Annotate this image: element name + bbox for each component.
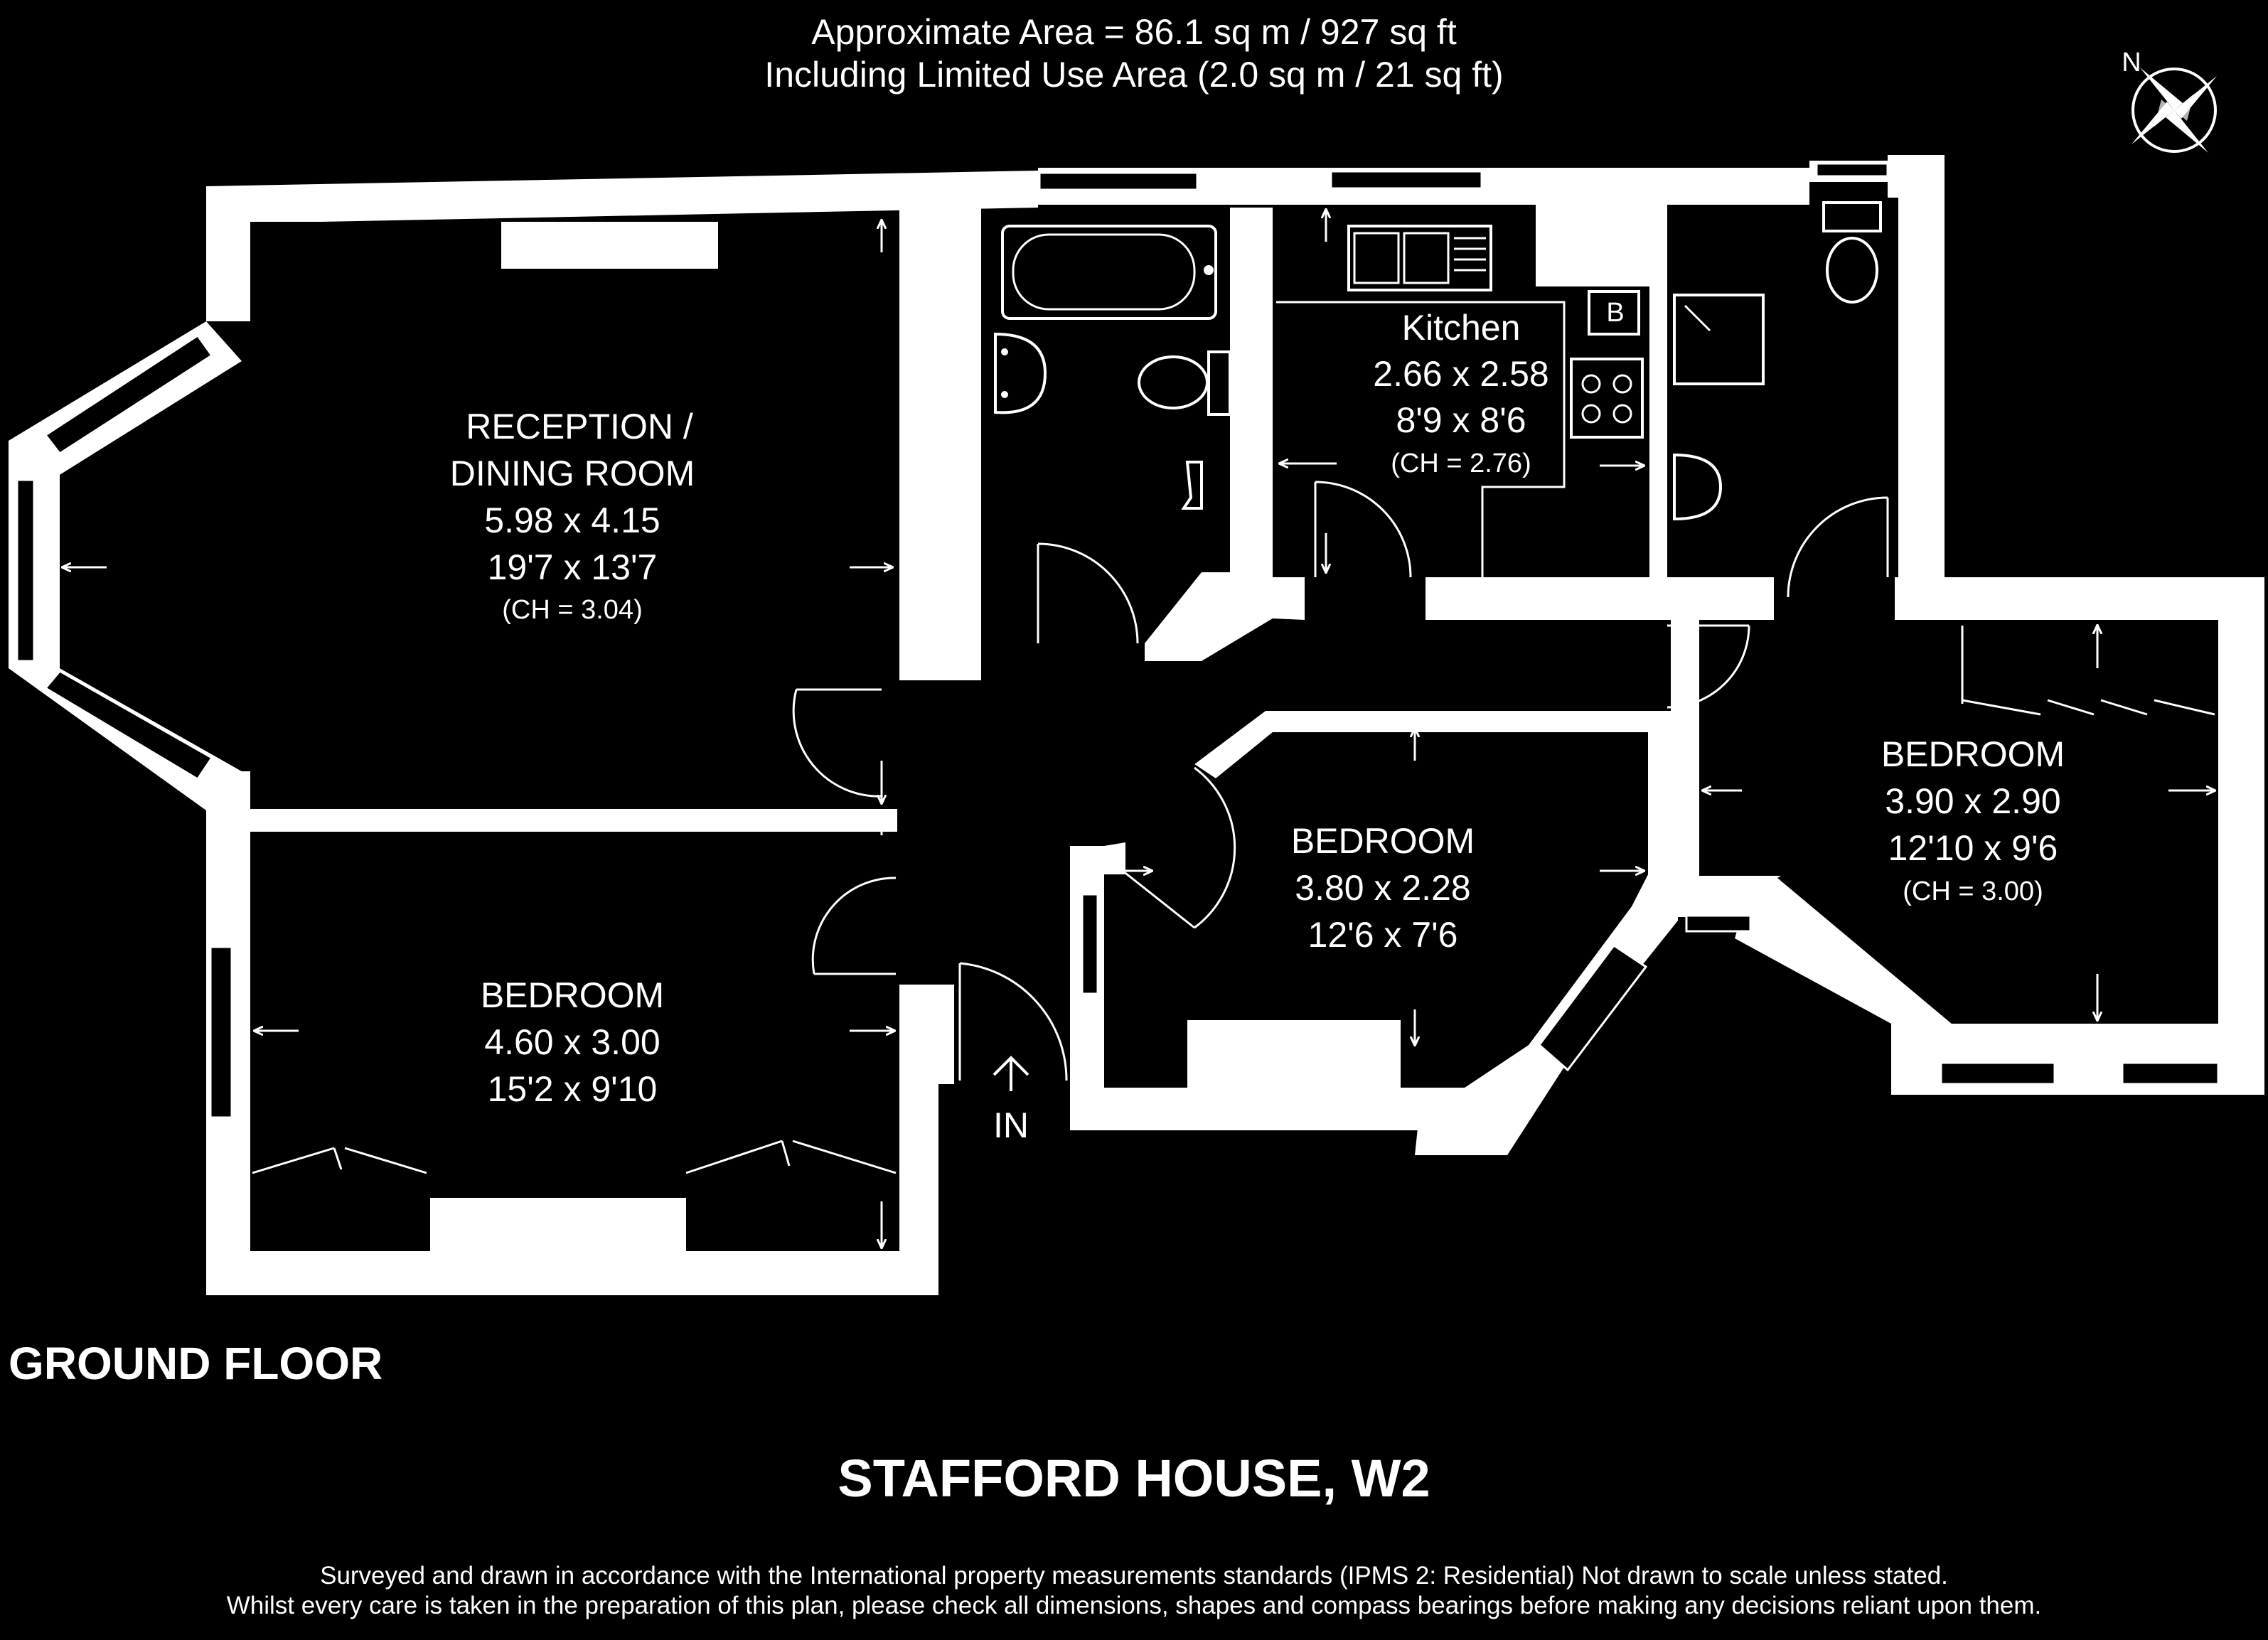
room-dimensions-imperial: 12'6 x 7'6 — [1308, 915, 1458, 955]
washbasin-icon — [994, 332, 1047, 414]
area-summary: Approximate Area = 86.1 sq m / 927 sq ft — [811, 12, 1457, 52]
room-right-bedroom-label: BEDROOM 3.90 x 2.90 12'10 x 9'6 (CH = 3.… — [1881, 734, 2065, 906]
front-bedroom-door — [811, 877, 897, 975]
room-front-bedroom-label: BEDROOM 4.60 x 3.00 15'2 x 9'10 — [481, 975, 664, 1109]
window — [1940, 1061, 2056, 1086]
hob-icon — [1570, 358, 1644, 439]
window — [16, 478, 36, 663]
limited-use-area: Including Limited Use Area (2.0 sq m / 2… — [764, 55, 1503, 95]
ceiling-height: (CH = 2.76) — [1391, 449, 1531, 478]
property-title: STAFFORD HOUSE, W2 — [838, 1449, 1430, 1508]
window — [1038, 171, 1199, 191]
windows — [16, 162, 2220, 1119]
room-dimensions-metric: 3.90 x 2.90 — [1885, 781, 2060, 821]
room-dimensions-imperial: 8'9 x 8'6 — [1396, 400, 1526, 440]
entrance-door — [958, 962, 1068, 1081]
room-dimensions-metric: 2.66 x 2.58 — [1373, 354, 1548, 394]
room-dimensions-imperial: 12'10 x 9'6 — [1888, 828, 2058, 868]
ceiling-height: (CH = 3.00) — [1903, 877, 2043, 906]
window — [43, 670, 214, 781]
worktop — [1276, 301, 1566, 577]
washbasin-icon — [1673, 453, 1723, 521]
dimension-arrows — [63, 210, 2215, 1248]
toilet-icon — [1822, 201, 1882, 304]
window — [43, 333, 214, 456]
room-dimensions-metric: 5.98 x 4.15 — [484, 500, 660, 540]
room-dimensions-imperial: 19'7 x 13'7 — [488, 547, 658, 587]
window — [1815, 162, 1889, 178]
disclaimer-line-2: Whilst every care is taken in the prepar… — [227, 1592, 2042, 1619]
room-dimensions-metric: 3.80 x 2.28 — [1295, 868, 1470, 908]
room-name: RECEPTION / — [466, 407, 693, 446]
wardrobe — [252, 1140, 897, 1174]
ceiling-height: (CH = 3.04) — [502, 595, 642, 625]
boiler-icon — [1588, 290, 1640, 336]
room-floors — [60, 205, 2218, 1251]
bath-icon — [1001, 225, 1217, 320]
shower-icon — [1673, 294, 1765, 386]
ensuite-door — [1787, 496, 1889, 598]
room-name: DINING ROOM — [450, 454, 695, 493]
kitchen-sink-icon — [1347, 225, 1492, 291]
window — [1081, 893, 1099, 995]
room-middle-bedroom-label: BEDROOM 3.80 x 2.28 12'6 x 7'6 — [1291, 821, 1475, 955]
disclaimer-line-1: Surveyed and drawn in accordance with th… — [320, 1562, 1948, 1590]
cupboard — [1181, 461, 1203, 510]
window — [1330, 170, 1483, 190]
room-name: BEDROOM — [1291, 821, 1475, 861]
fixtures: B — [252, 201, 2215, 1174]
right-bedroom-door — [1667, 624, 1750, 709]
boiler-label: B — [1606, 298, 1624, 328]
window — [209, 945, 233, 1119]
window — [1537, 943, 1648, 1072]
floor-label: GROUND FLOOR — [9, 1338, 383, 1389]
reception-door — [792, 688, 882, 798]
bathroom-door — [1037, 542, 1139, 644]
room-dimensions-metric: 4.60 x 3.00 — [484, 1022, 660, 1062]
room-dimensions-imperial: 15'2 x 9'10 — [488, 1069, 658, 1109]
entrance-label: IN — [993, 1105, 1029, 1145]
room-name: BEDROOM — [481, 975, 664, 1015]
north-wall — [206, 171, 1038, 223]
compass-north-label: N — [2122, 48, 2141, 77]
room-reception-label: RECEPTION / DINING ROOM 5.98 x 4.15 19'7… — [450, 407, 695, 625]
room-name: BEDROOM — [1881, 734, 2065, 774]
room-kitchen-label: Kitchen 2.66 x 2.58 8'9 x 8'6 (CH = 2.76… — [1373, 308, 1548, 478]
wardrobe — [1961, 626, 2215, 716]
compass-rose-icon: N — [2122, 48, 2217, 153]
entrance-marker: IN — [993, 1056, 1029, 1145]
toilet-icon — [1138, 350, 1231, 416]
window — [2121, 1061, 2220, 1086]
kitchen-door — [1314, 481, 1412, 578]
room-name: Kitchen — [1402, 308, 1521, 348]
window — [1685, 914, 1752, 933]
doors — [792, 481, 1889, 1081]
